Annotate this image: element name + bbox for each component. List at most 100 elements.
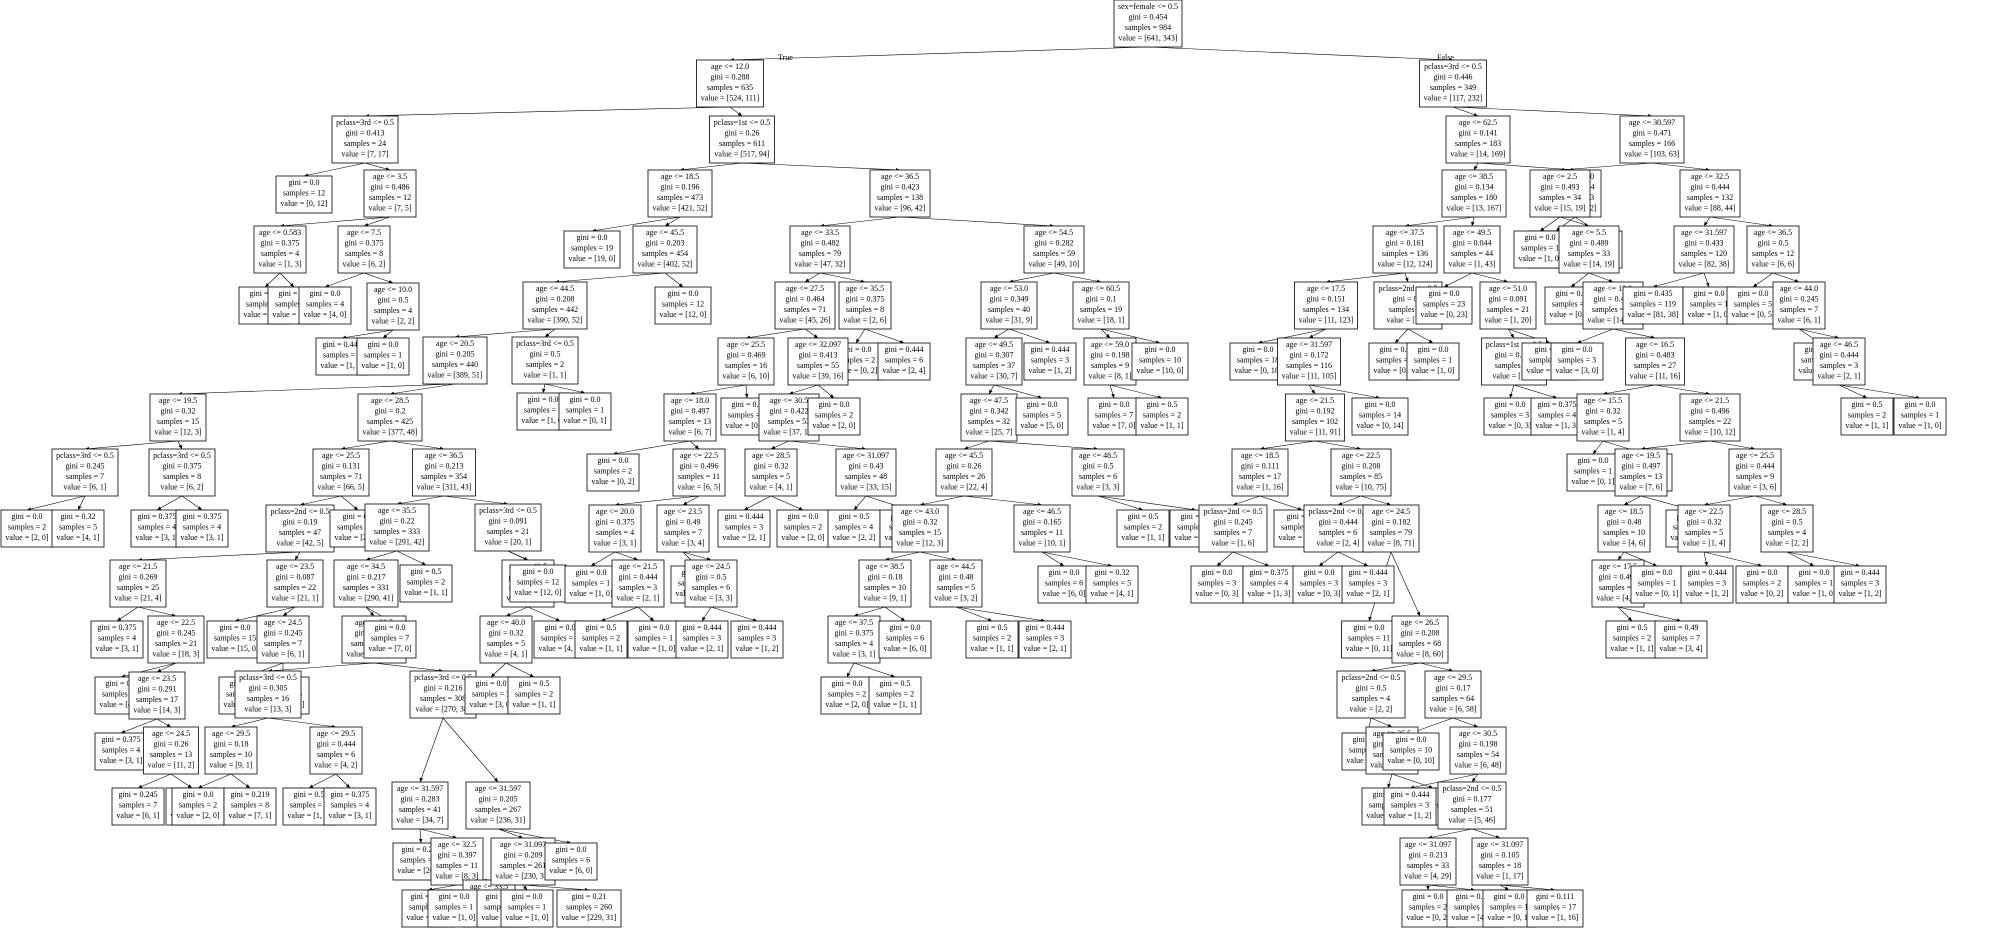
tree-edge [1041,551,1113,567]
tree-edge [341,329,394,339]
node-text-line: gini = 0.444 [1820,351,1859,360]
node-text-line: value = [2, 0] [5,533,49,542]
node-text-line: gini = 0.0 [310,289,341,298]
node-text-line: gini = 0.151 [1307,295,1346,304]
node-text-line: gini = 0.26 [154,740,189,749]
node-text-line: gini = 0.446 [1434,73,1473,82]
node-text-line: gini = 0.497 [1622,462,1661,471]
node-text-line: samples = 3 [1198,579,1236,588]
node-text-line: age <= 12.0 [1594,284,1632,293]
node-box [500,889,554,928]
tree-edge [1308,384,1381,399]
edge-arrowhead [1319,562,1324,566]
node-text-line: value = [6, 48] [1454,761,1502,770]
node-box [632,225,698,274]
tree-edge [1041,551,1065,567]
tree-edge [1232,551,1270,567]
node-text-line: samples = 4 [331,801,369,810]
tree-edge [963,440,990,450]
node-text-line: pclass=2nd <= 0.5 [1378,284,1437,293]
node-text-line: gini = 0.5 [1147,400,1178,409]
node-text-line: value = [11, 91] [1290,428,1341,437]
node-text-line: samples = 5 [1734,300,1772,309]
node-text-line: gini = 0.444 [1391,790,1430,799]
edge-arrowhead [601,617,606,622]
node-text-line: gini = 0.483 [1636,351,1675,360]
node-text-line: value = [4, 0] [303,310,347,319]
node-text-line: samples = 17 [1534,903,1576,912]
node-box [789,225,851,274]
node-box [1787,565,1841,604]
node-box [1071,448,1125,497]
edge-arrowhead [591,562,596,566]
node-text-line: samples = 7 [1214,528,1252,537]
node-text-line: gini = 0.0 [1429,289,1460,298]
node-text-line: gini = 0.375 [1250,568,1289,577]
tree-edge [1703,495,1756,506]
tree-edge [308,773,337,789]
node-text-line: value = [4, 29] [1404,872,1452,881]
node-text-line: value = [236, 31] [470,816,526,825]
tree-edge [454,328,556,338]
tree-edge [84,440,179,450]
node-text-line: gini = 0.0 [279,289,310,298]
edge-arrowhead [1540,227,1545,231]
node-text-line: value = [1, 3] [1535,421,1579,430]
node-text-line: samples = 5 [487,639,525,648]
node-text-line: value = [0, 2] [591,477,635,486]
node-text-line: samples = 442 [532,305,578,314]
node-text-line: age <= 19.5 [159,396,197,405]
tree-edge [1337,495,1362,506]
node-box [835,448,897,497]
node-text-line: gini = 0.0 [512,892,543,901]
edge-arrowhead [418,838,423,843]
node-text-line: value = [517, 94] [714,150,770,159]
node-text-line: value = [12, 0] [514,588,562,597]
node-text-line: samples = 2 [1743,579,1781,588]
node-text-line: samples = 116 [1286,361,1332,370]
node-text-line: value = [3, 6] [1733,483,1777,492]
tree-edge [299,495,342,506]
node-text-line: gini = 0.5 [977,623,1008,632]
node-text-line: samples = 33 [1407,861,1449,870]
node-text-line: value = [0, 3] [1297,589,1341,598]
tree-edge [1427,828,1473,839]
node-text-line: value = [3, 3] [1076,483,1120,492]
node-text-line: samples = 79 [799,249,841,258]
node-text-line: samples = 3 [472,690,510,699]
node-text-line: samples = 19 [1080,305,1122,314]
tree-edge [1452,106,1479,117]
node-box [1285,393,1345,442]
tree-edge [116,606,139,622]
tree-edge [1391,773,1434,789]
node-text-line: samples = 55 [797,361,839,370]
tree-edge [181,495,203,511]
node-text-line: gini = 0.375 [835,629,874,638]
tree-edge [340,440,391,450]
node-text-line: value = [19, 0] [568,254,616,263]
node-text-line: gini = 0.444 [1026,623,1065,632]
node-text-line: samples = 3 [728,411,766,420]
node-text-line: samples = 24 [337,523,379,532]
node-text-line: value = [37, 16] [763,428,815,437]
tree-edge [1612,328,1656,339]
node-text-line: value = [6, 10] [722,372,770,381]
node-text-line: gini = 0.0 [1578,456,1609,465]
node-text-line: gini = 0.444 [1841,568,1880,577]
node-text-line: value = [14, 3] [133,706,181,715]
edge-arrowhead [138,784,143,789]
node-box [1682,286,1736,325]
node-text-line: gini = 0.423 [881,183,920,192]
